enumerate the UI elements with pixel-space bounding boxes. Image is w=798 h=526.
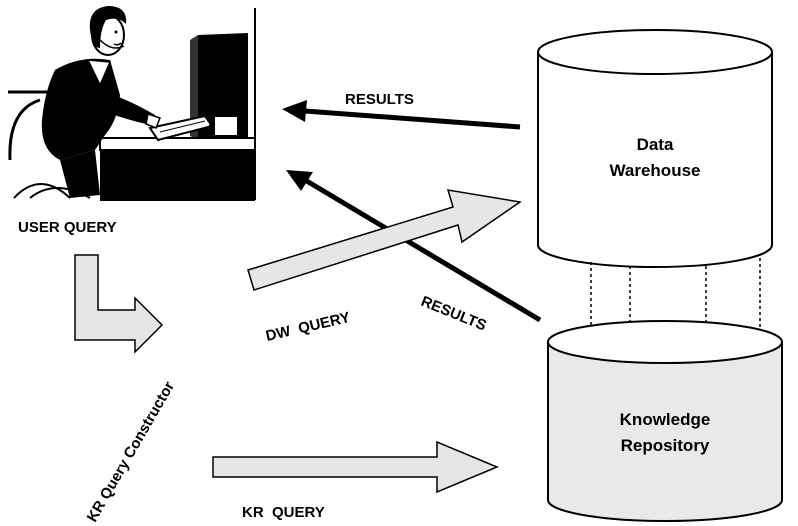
user-query-arrow bbox=[74, 254, 164, 354]
results-label-diagonal: RESULTS bbox=[419, 293, 489, 335]
dw-query-arrow bbox=[247, 189, 522, 291]
data-warehouse-label: Warehouse bbox=[609, 161, 700, 180]
kr-query-arrow bbox=[212, 440, 499, 494]
knowledge-repository-cylinder bbox=[547, 320, 783, 522]
kr-query-label: KR QUERY bbox=[242, 504, 325, 521]
user-query-label: USER QUERY bbox=[18, 219, 117, 236]
kr-query-constructor-label: KR Query Constructor bbox=[84, 379, 178, 525]
results-label-top: RESULTS bbox=[345, 91, 414, 108]
results-arrow-diagonal bbox=[286, 170, 542, 323]
data-warehouse-cylinder bbox=[537, 29, 773, 268]
data-warehouse-label: Data bbox=[637, 135, 674, 154]
dw-query-label: DW QUERY bbox=[264, 309, 352, 345]
user-at-computer-icon bbox=[8, 6, 256, 201]
results-arrow-top bbox=[282, 100, 521, 130]
knowledge-repository-label: Knowledge bbox=[620, 410, 711, 429]
knowledge-repository-label: Repository bbox=[621, 436, 710, 455]
